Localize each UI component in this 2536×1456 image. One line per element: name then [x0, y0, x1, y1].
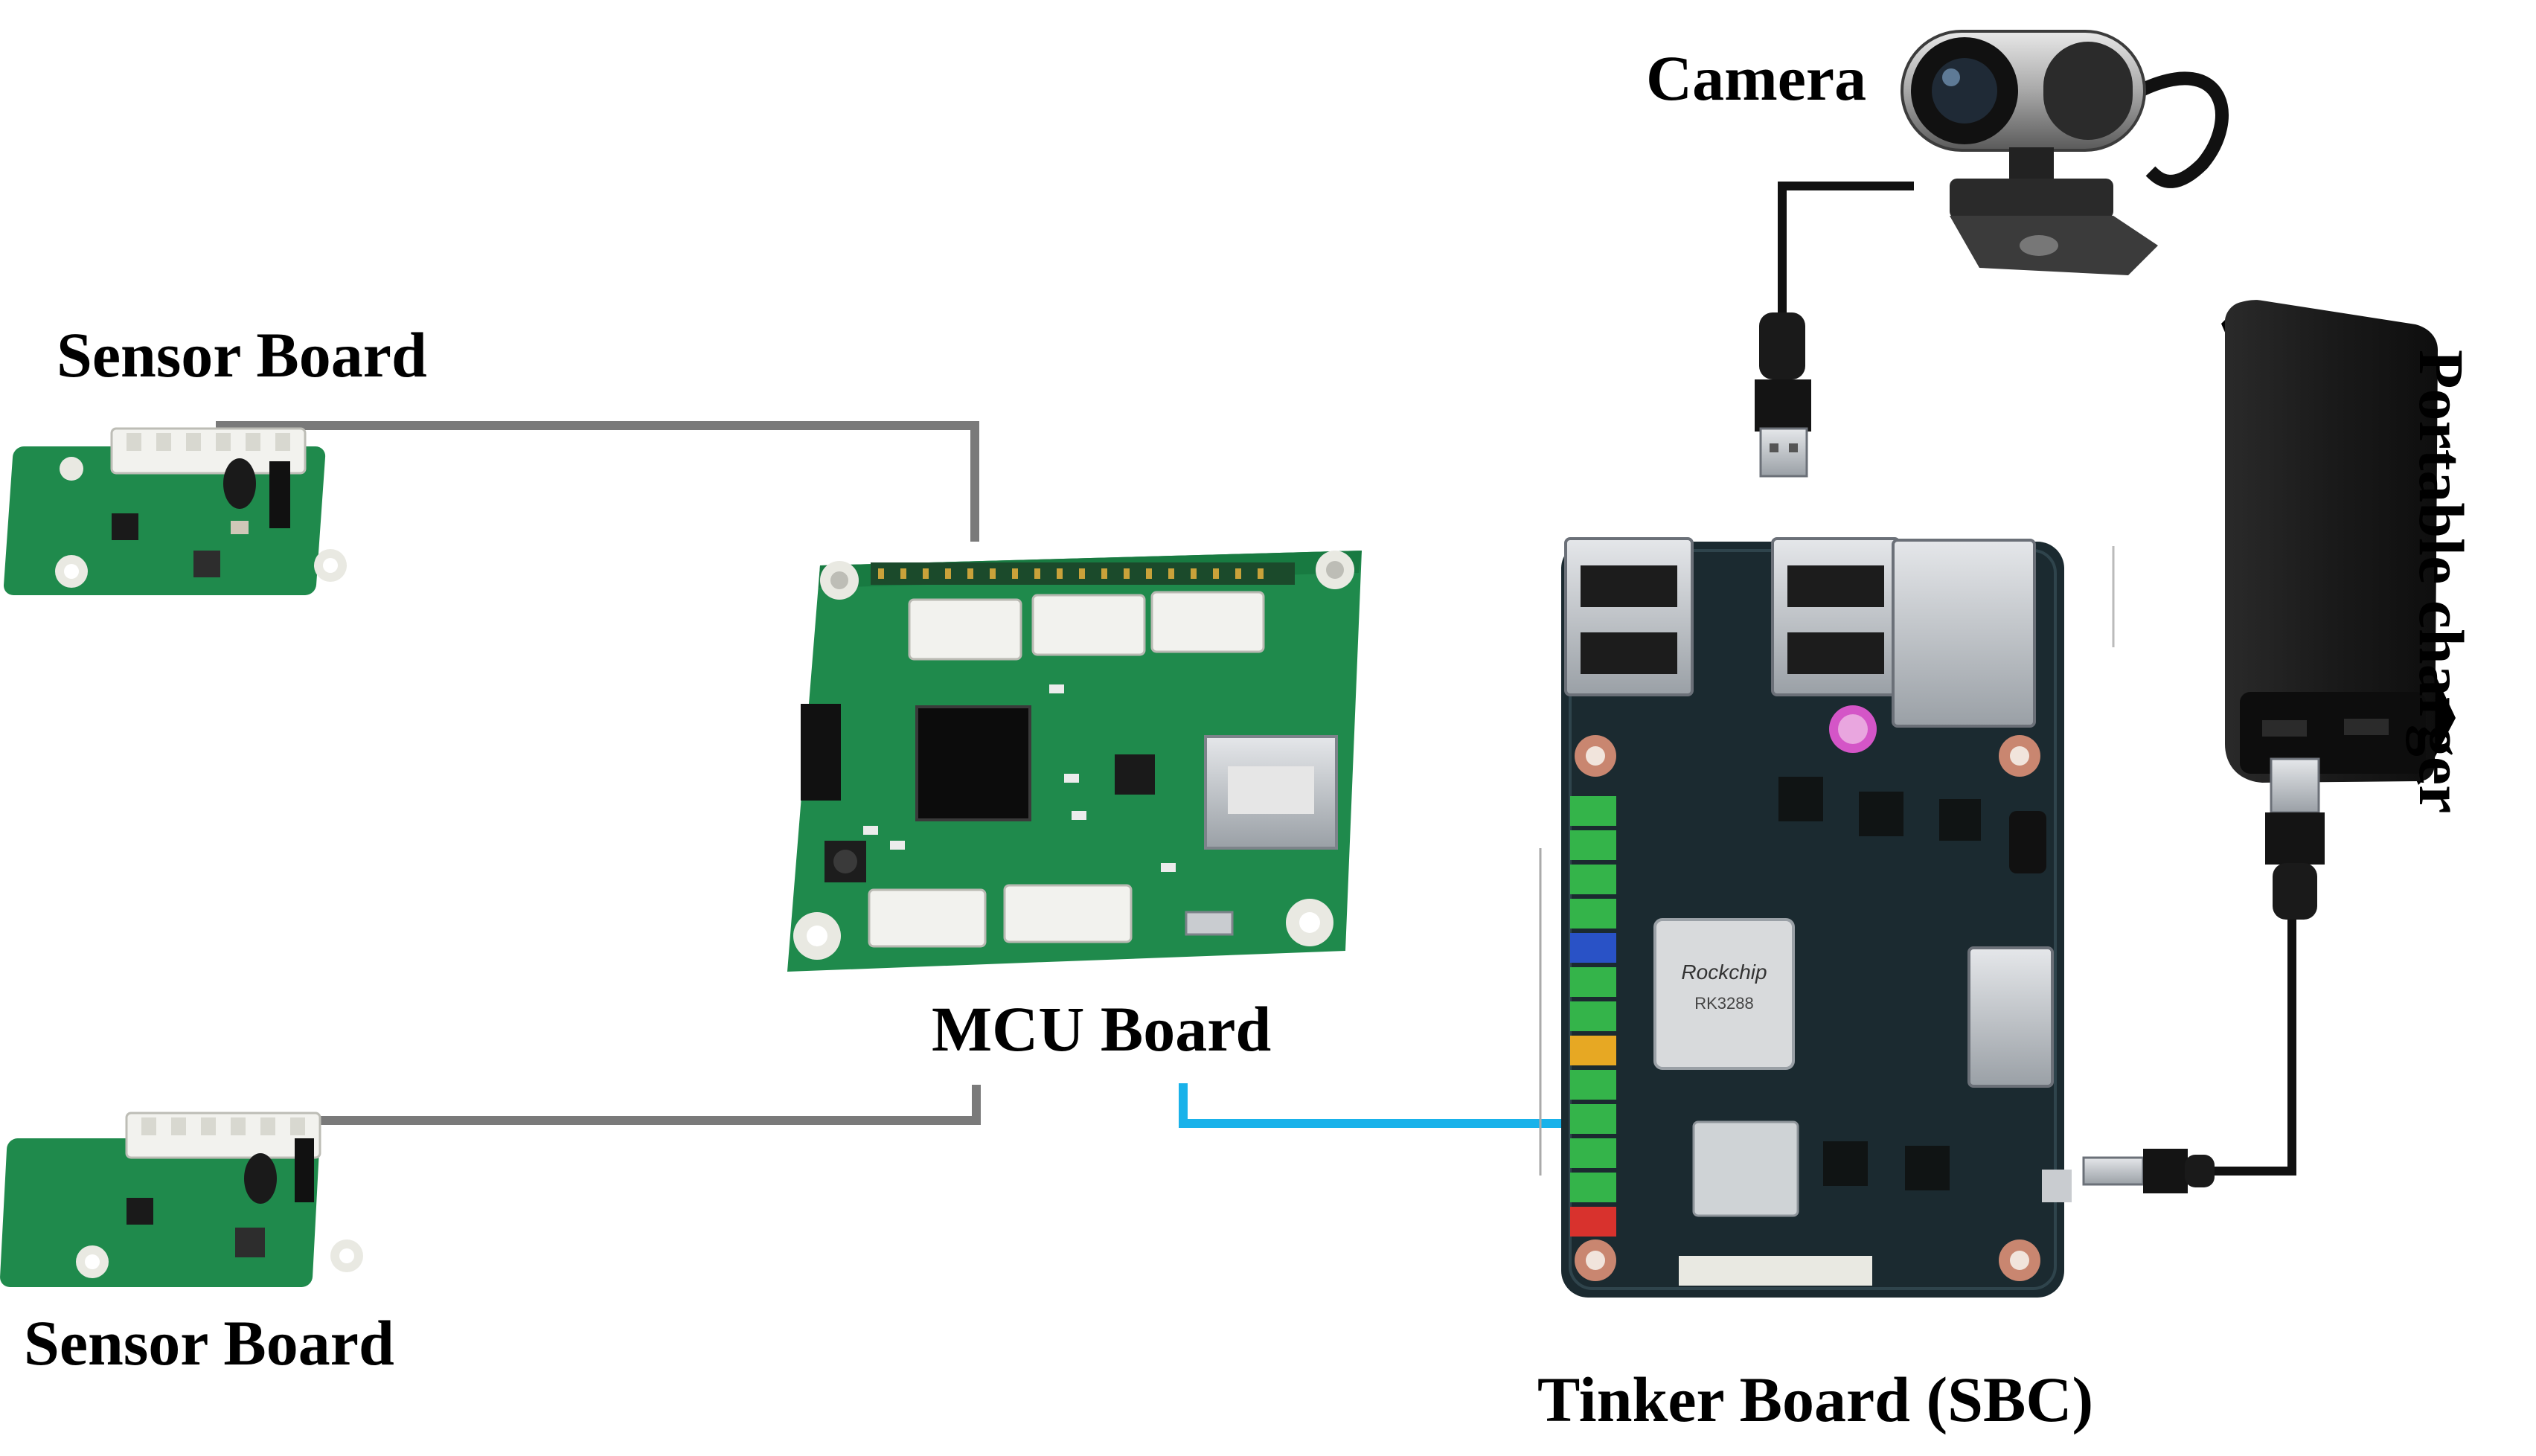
soc-brand: Rockchip [1681, 960, 1767, 984]
mcu-board [787, 551, 1362, 972]
label-sensor-board-bottom: Sensor Board [24, 1307, 394, 1379]
wire-sensor-top-to-mcu [216, 421, 979, 542]
power-bank-illustration [2221, 300, 2456, 785]
sensor-board-bottom [0, 1112, 363, 1287]
wire-mcu-to-sbc [1179, 1083, 1570, 1128]
label-camera: Camera [1646, 42, 1867, 114]
webcam-illustration [1901, 30, 2229, 275]
charger-cable [2203, 915, 2296, 1176]
label-mcu-board: MCU Board [932, 993, 1272, 1065]
label-sensor-board-top: Sensor Board [57, 319, 427, 391]
charger-usb-plug [2265, 757, 2325, 920]
sensor-board-top [4, 427, 347, 595]
soc-model: RK3288 [1694, 994, 1754, 1013]
camera-cable [1778, 182, 1914, 312]
label-tinker-board: Tinker Board (SBC) [1537, 1364, 2094, 1435]
wire-sensor-bottom-to-mcu [253, 1085, 981, 1125]
tinker-board-illustration: Rockchip RK3288 [1539, 537, 2115, 1298]
micro-usb-plug [2082, 1149, 2215, 1193]
camera-usb-plug [1755, 312, 1811, 478]
label-portable-charger: Portable charger [2406, 350, 2477, 814]
